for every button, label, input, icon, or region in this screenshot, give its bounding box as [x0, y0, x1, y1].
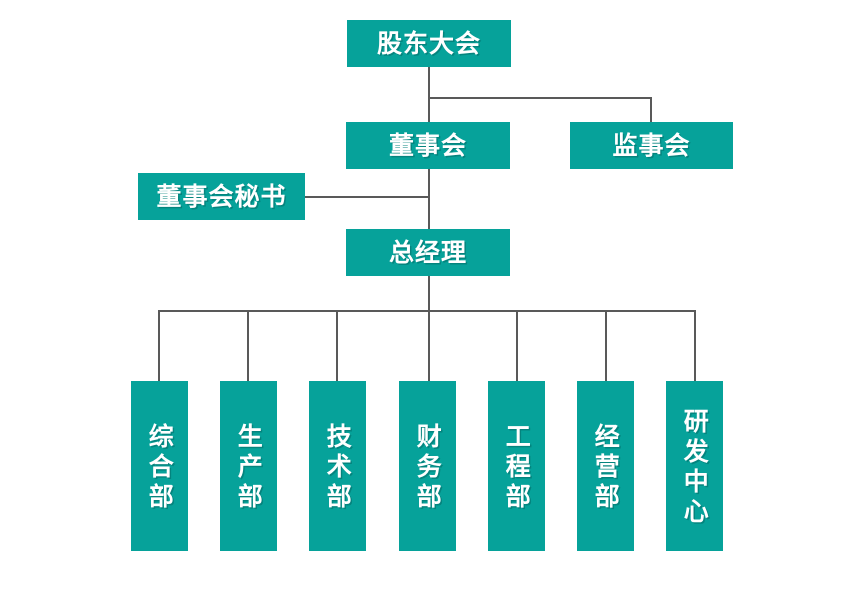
node-label: 研发中心	[680, 408, 710, 528]
connector-shareholders-down	[428, 67, 430, 98]
node-label: 工程部	[502, 423, 532, 513]
node-department-technology[interactable]: 技术部	[309, 381, 366, 551]
connector-supervisors-down	[650, 97, 652, 123]
node-label: 监事会	[612, 130, 691, 160]
node-shareholders-meeting[interactable]: 股东大会	[347, 20, 511, 67]
connector-departments-bus	[158, 310, 695, 312]
connector-drop-dept-6	[605, 310, 607, 381]
connector-secretary-branch	[305, 196, 429, 198]
node-label: 经营部	[591, 423, 621, 513]
node-label: 综合部	[145, 423, 175, 513]
connector-drop-dept-2	[247, 310, 249, 381]
node-general-manager[interactable]: 总经理	[346, 229, 510, 276]
node-label: 总经理	[388, 237, 467, 267]
node-label: 财务部	[413, 423, 443, 513]
node-department-rnd-center[interactable]: 研发中心	[666, 381, 723, 551]
connector-board-down-in	[428, 97, 430, 123]
node-label: 技术部	[323, 423, 353, 513]
connector-level1-bus	[428, 97, 652, 99]
node-department-operations[interactable]: 经营部	[577, 381, 634, 551]
connector-drop-dept-3	[336, 310, 338, 381]
connector-gm-down	[428, 276, 430, 312]
node-department-finance[interactable]: 财务部	[399, 381, 456, 551]
node-label: 董事会	[388, 130, 467, 160]
node-label: 股东大会	[376, 28, 481, 58]
node-label: 生产部	[234, 423, 264, 513]
node-department-general-affairs[interactable]: 综合部	[131, 381, 188, 551]
node-board-of-directors[interactable]: 董事会	[346, 122, 510, 169]
connector-board-to-gm	[428, 169, 430, 230]
node-board-secretary[interactable]: 董事会秘书	[138, 173, 305, 220]
node-label: 董事会秘书	[156, 181, 287, 211]
node-department-engineering[interactable]: 工程部	[488, 381, 545, 551]
connector-drop-dept-4	[428, 310, 430, 381]
connector-drop-dept-7	[694, 310, 696, 381]
connector-drop-dept-5	[516, 310, 518, 381]
connector-drop-dept-1	[158, 310, 160, 381]
node-board-of-supervisors[interactable]: 监事会	[570, 122, 733, 169]
node-department-production[interactable]: 生产部	[220, 381, 277, 551]
